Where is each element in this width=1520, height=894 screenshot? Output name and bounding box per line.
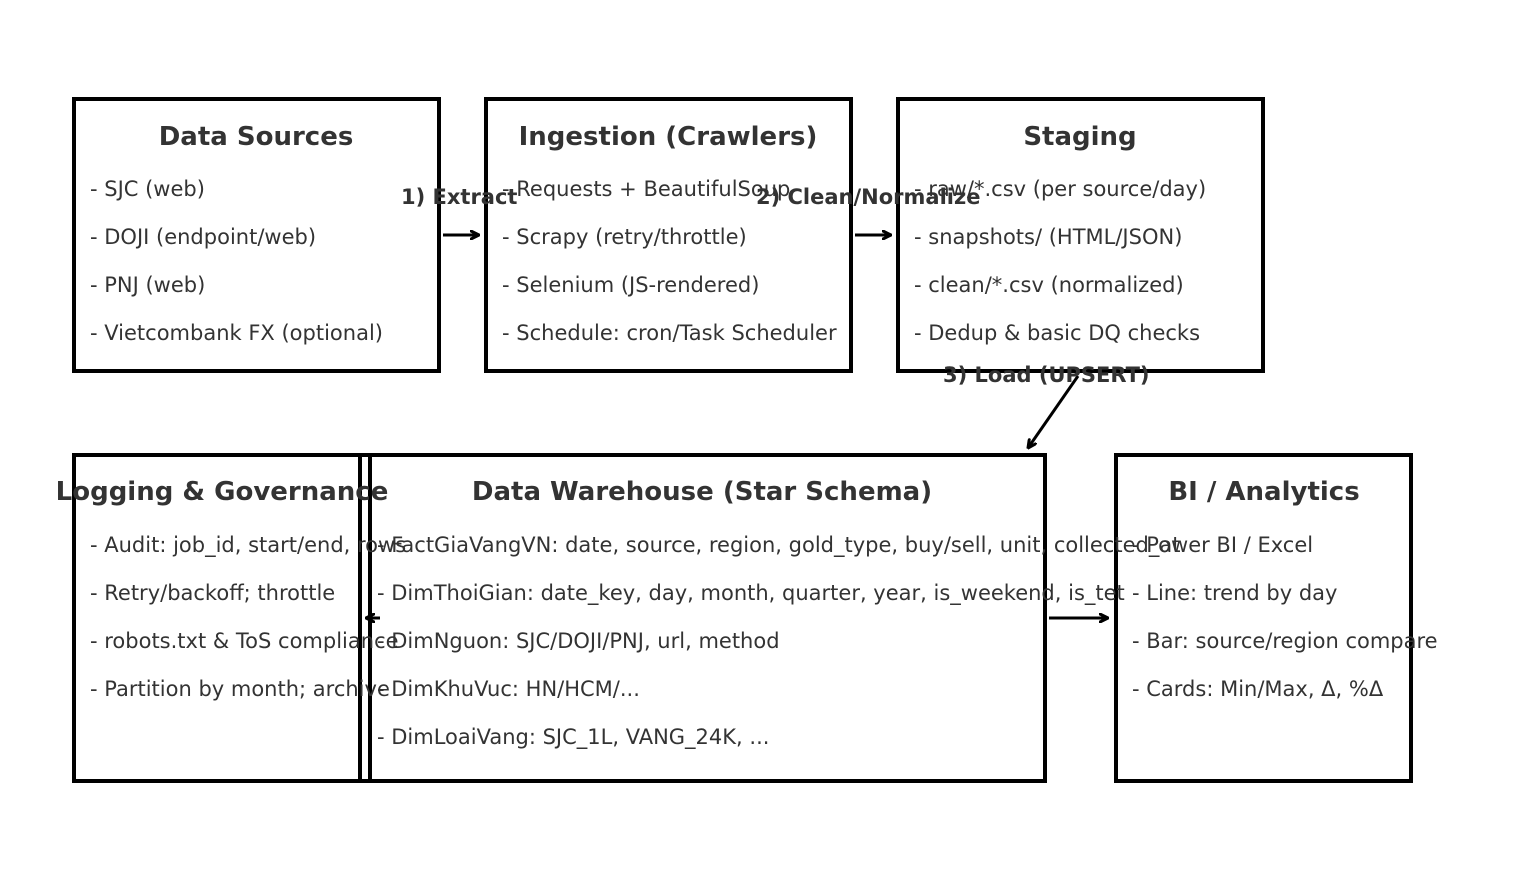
logging-line: - robots.txt & ToS compliance [90, 629, 399, 653]
warehouse-line: - DimLoaiVang: SJC_1L, VANG_24K, ... [377, 725, 770, 749]
bi-line: - Cards: Min/Max, Δ, %Δ [1132, 677, 1384, 701]
data-sources-box [72, 97, 441, 373]
staging-line: - clean/*.csv (normalized) [914, 273, 1184, 297]
data-sources-line: - SJC (web) [90, 177, 205, 201]
edge-label-clean: 2) Clean/Normalize [756, 185, 981, 209]
bi-title: BI / Analytics [1168, 477, 1360, 507]
bi-box [1114, 453, 1413, 783]
bi-line: - Line: trend by day [1132, 581, 1338, 605]
bi-line: - Power BI / Excel [1132, 533, 1314, 557]
ingestion-line: - Schedule: cron/Task Scheduler [502, 321, 837, 345]
edge-label-load: 3) Load (UPSERT) [943, 363, 1150, 387]
bi-line: - Bar: source/region compare [1132, 629, 1438, 653]
ingestion-line: - Scrapy (retry/throttle) [502, 225, 747, 249]
warehouse-line: - DimKhuVuc: HN/HCM/... [377, 677, 640, 701]
data-sources-line: - PNJ (web) [90, 273, 206, 297]
data-sources-title: Data Sources [158, 122, 354, 152]
warehouse-line: - DimThoiGian: date_key, day, month, qua… [377, 581, 1125, 605]
logging-title: Logging & Governance [55, 477, 389, 507]
warehouse-title: Data Warehouse (Star Schema) [471, 477, 933, 507]
warehouse-line: - DimNguon: SJC/DOJI/PNJ, url, method [377, 629, 780, 653]
ingestion-line: - Selenium (JS-rendered) [502, 273, 760, 297]
ingestion-title: Ingestion (Crawlers) [518, 122, 818, 152]
warehouse-box [358, 453, 1047, 783]
data-sources-line: - DOJI (endpoint/web) [90, 225, 317, 249]
staging-title: Staging [1023, 122, 1137, 152]
data-sources-line: - Vietcombank FX (optional) [90, 321, 383, 345]
staging-line: - Dedup & basic DQ checks [914, 321, 1201, 345]
ingestion-line: - Requests + BeautifulSoup [502, 177, 791, 201]
warehouse-line: - FactGiaVangVN: date, source, region, g… [377, 533, 1181, 557]
staging-line: - raw/*.csv (per source/day) [914, 177, 1207, 201]
logging-line: - Partition by month; archive [90, 677, 390, 701]
staging-box [896, 97, 1265, 373]
ingestion-box [484, 97, 853, 373]
logging-line: - Retry/backoff; throttle [90, 581, 336, 605]
logging-line: - Audit: job_id, start/end, rows [90, 533, 407, 557]
staging-line: - snapshots/ (HTML/JSON) [914, 225, 1183, 249]
edge-label-extract: 1) Extract [401, 185, 518, 209]
